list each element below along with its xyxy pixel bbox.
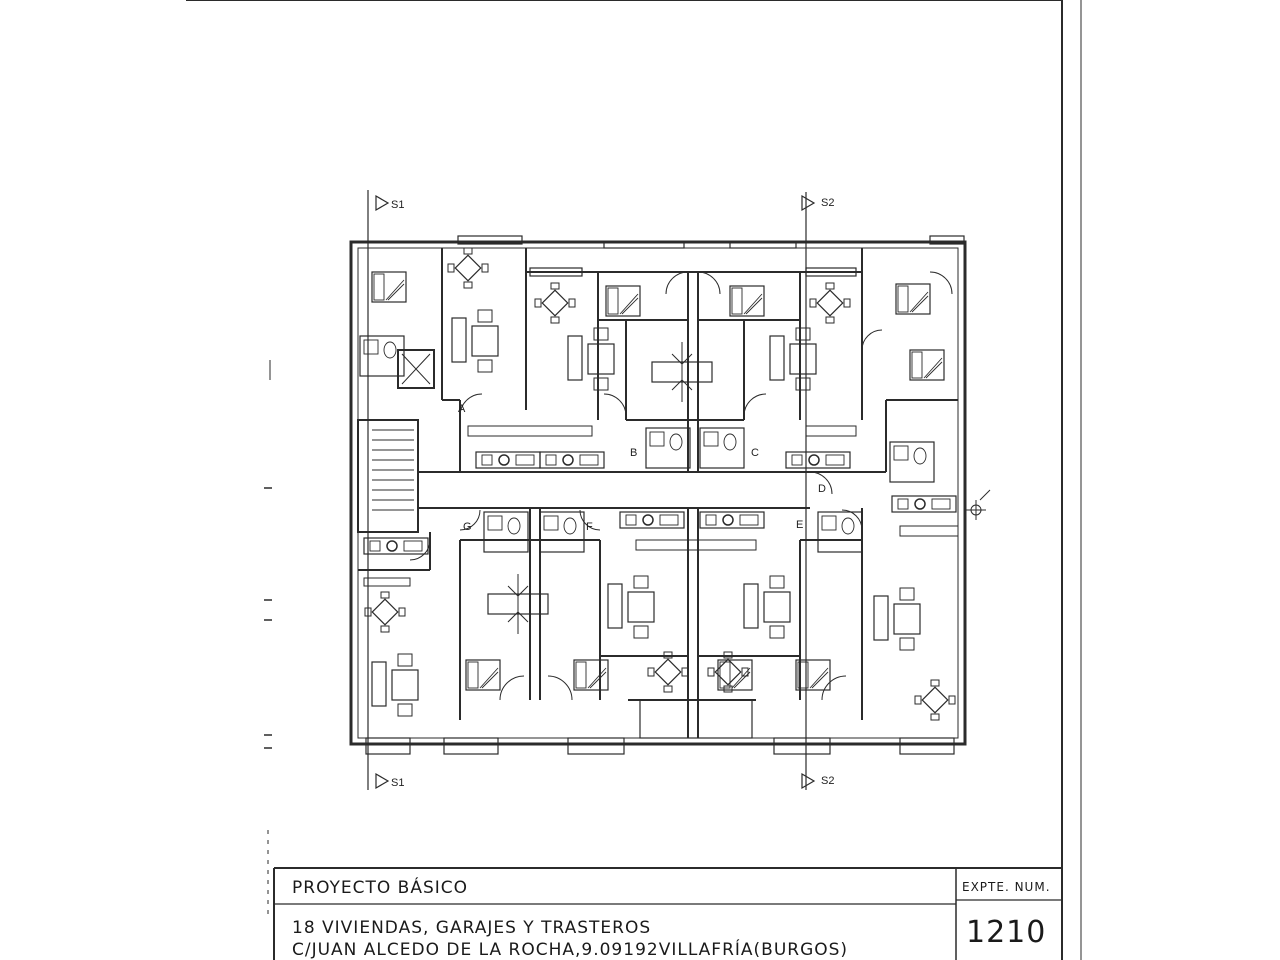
title-block	[273, 867, 1062, 960]
description-line-2: C/JUAN ALCEDO DE LA ROCHA,9.09192VILLAFR…	[292, 938, 848, 960]
door-label-f: F	[586, 521, 593, 533]
description-line-1: 18 VIVIENDAS, GARAJES Y TRASTEROS	[292, 918, 651, 938]
interior-walls	[357, 248, 958, 738]
door-label-a: A	[458, 403, 466, 415]
north-arrow-icon	[966, 489, 991, 520]
section-label-s1-bottom: S1	[391, 777, 404, 789]
section-label-s2-bottom: S2	[821, 775, 834, 787]
section-label-s1-top: S1	[391, 199, 404, 211]
door-label-e: E	[796, 519, 803, 531]
sheet-border	[186, 0, 1082, 960]
window-bays-bottom	[365, 699, 955, 755]
furniture	[359, 247, 959, 721]
door-swings	[409, 271, 953, 701]
expediente-number: 1210	[966, 915, 1046, 950]
section-lines	[367, 190, 816, 790]
project-type: PROYECTO BÁSICO	[292, 876, 468, 898]
door-label-b: B	[630, 447, 637, 459]
door-label-c: C	[751, 447, 759, 459]
door-label-g: G	[463, 521, 472, 533]
section-label-s2-top: S2	[821, 197, 834, 209]
expediente-label: EXPTE. NUM.	[962, 880, 1051, 894]
door-label-d: D	[818, 483, 826, 495]
